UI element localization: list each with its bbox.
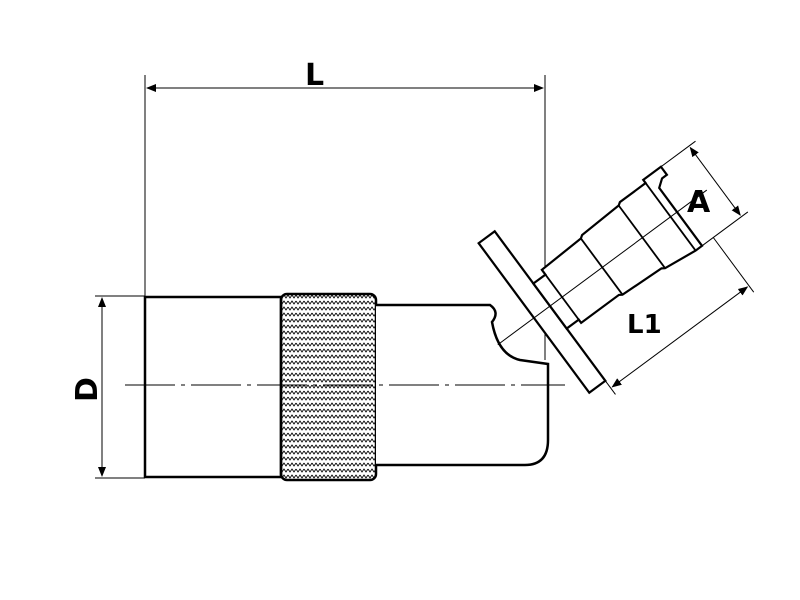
hose-barb [531, 165, 704, 331]
outlet-centerline [497, 189, 708, 346]
label-a: A [687, 185, 711, 220]
dimension-a [642, 140, 749, 247]
angled-outlet [477, 140, 755, 395]
fitting-body [143, 292, 550, 482]
dimension-d [95, 295, 145, 479]
label-l: L [305, 58, 324, 93]
knurled-nut [279, 292, 378, 482]
label-d: D [70, 377, 105, 402]
dimension-l1 [604, 237, 755, 395]
female-socket [143, 295, 283, 479]
label-l1: L1 [627, 310, 662, 340]
